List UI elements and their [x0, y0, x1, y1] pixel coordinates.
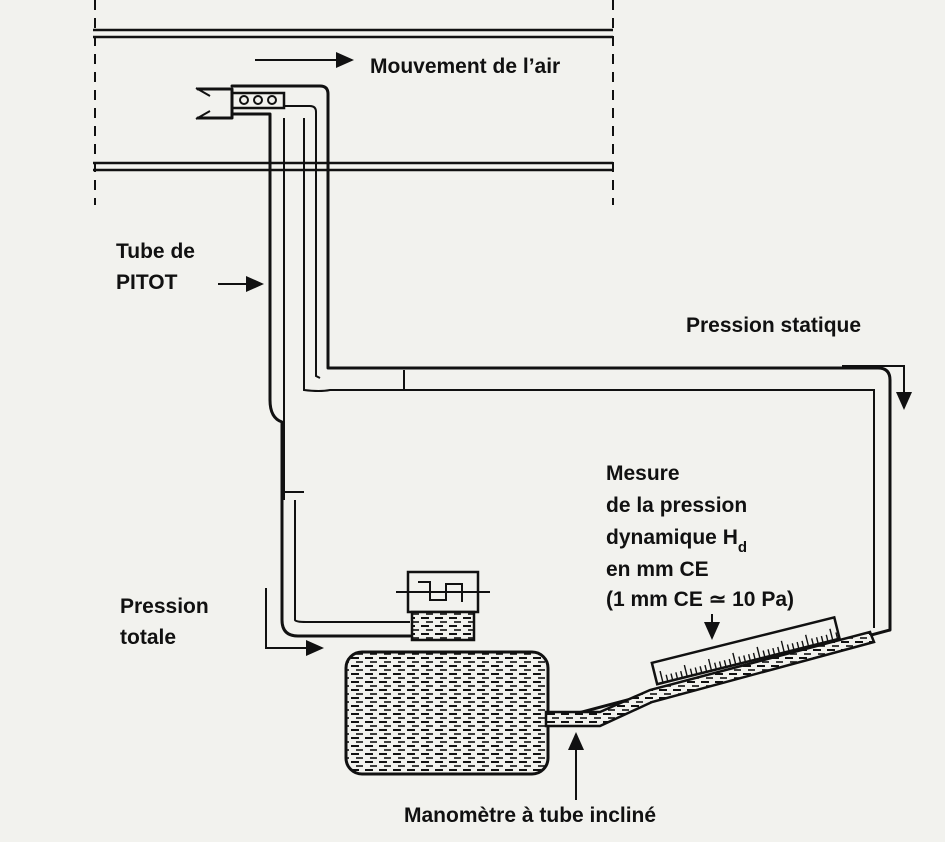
scale-tick [704, 664, 708, 673]
scale-tick [728, 658, 732, 666]
scale-tick [796, 641, 800, 650]
pitot-head [195, 87, 286, 120]
scale-tick [820, 635, 824, 644]
total-pressure-arrow [265, 588, 324, 656]
static-pressure-label: Pression statique [686, 314, 861, 337]
scale-tick [829, 628, 834, 641]
scale-tick [811, 638, 815, 646]
scale-tick [659, 670, 664, 683]
scale-tick [732, 652, 737, 665]
scale-tick [780, 640, 785, 653]
scale-tick [713, 662, 718, 670]
scale-tick [825, 634, 829, 642]
scale-tick [670, 673, 674, 681]
measure-label: Mesure de la pression dynamique Hd en mm… [606, 462, 794, 611]
manometer-label: Manomètre à tube incliné [404, 804, 656, 827]
scale-tick [815, 637, 819, 645]
scale-tick [767, 649, 771, 657]
scale-tick [747, 654, 752, 662]
scale-tick [743, 655, 747, 663]
scale-tick [791, 643, 795, 651]
scale-tick [738, 656, 742, 664]
measure-label-line1: Mesure [606, 462, 680, 485]
scale-tick [756, 646, 761, 659]
measure-label-line2: de la pression [606, 494, 747, 517]
scale-tick [718, 661, 722, 669]
total-pressure-label-line2: totale [120, 626, 176, 649]
total-pressure-label-line1: Pression [120, 595, 209, 618]
scale-tick [680, 670, 684, 679]
scale-tick [665, 674, 669, 682]
measure-label-line5: (1 mm CE ≃ 10 Pa) [606, 588, 794, 611]
pitot-tube [230, 84, 892, 722]
scale-tick [707, 658, 713, 671]
scale-tick [835, 632, 839, 640]
air-movement-label: Mouvement de l’air [370, 55, 560, 78]
scale-tick [801, 640, 805, 648]
inclined-scale [650, 615, 842, 686]
scale-tick [675, 672, 679, 680]
scale-tick [699, 666, 703, 674]
static-pressure-arrow [842, 365, 912, 410]
scale-tick [694, 667, 698, 675]
scale-tick [772, 647, 776, 656]
scale-tick [683, 664, 688, 677]
scale-tick [723, 660, 727, 668]
scale-tick [752, 652, 756, 660]
scale-tick [777, 646, 781, 654]
pitot-label-line1: Tube de [116, 240, 195, 263]
measure-label-line4: en mm CE [606, 558, 709, 581]
scale-tick [689, 668, 693, 676]
air-duct [93, 0, 614, 205]
scale-tick [804, 634, 810, 647]
measure-label-line3: dynamique Hd [606, 526, 747, 556]
scale-tick [786, 644, 790, 652]
pitot-label-line2: PITOT [116, 271, 178, 294]
scale-tick [762, 650, 766, 658]
manometer-reservoir [344, 570, 876, 776]
